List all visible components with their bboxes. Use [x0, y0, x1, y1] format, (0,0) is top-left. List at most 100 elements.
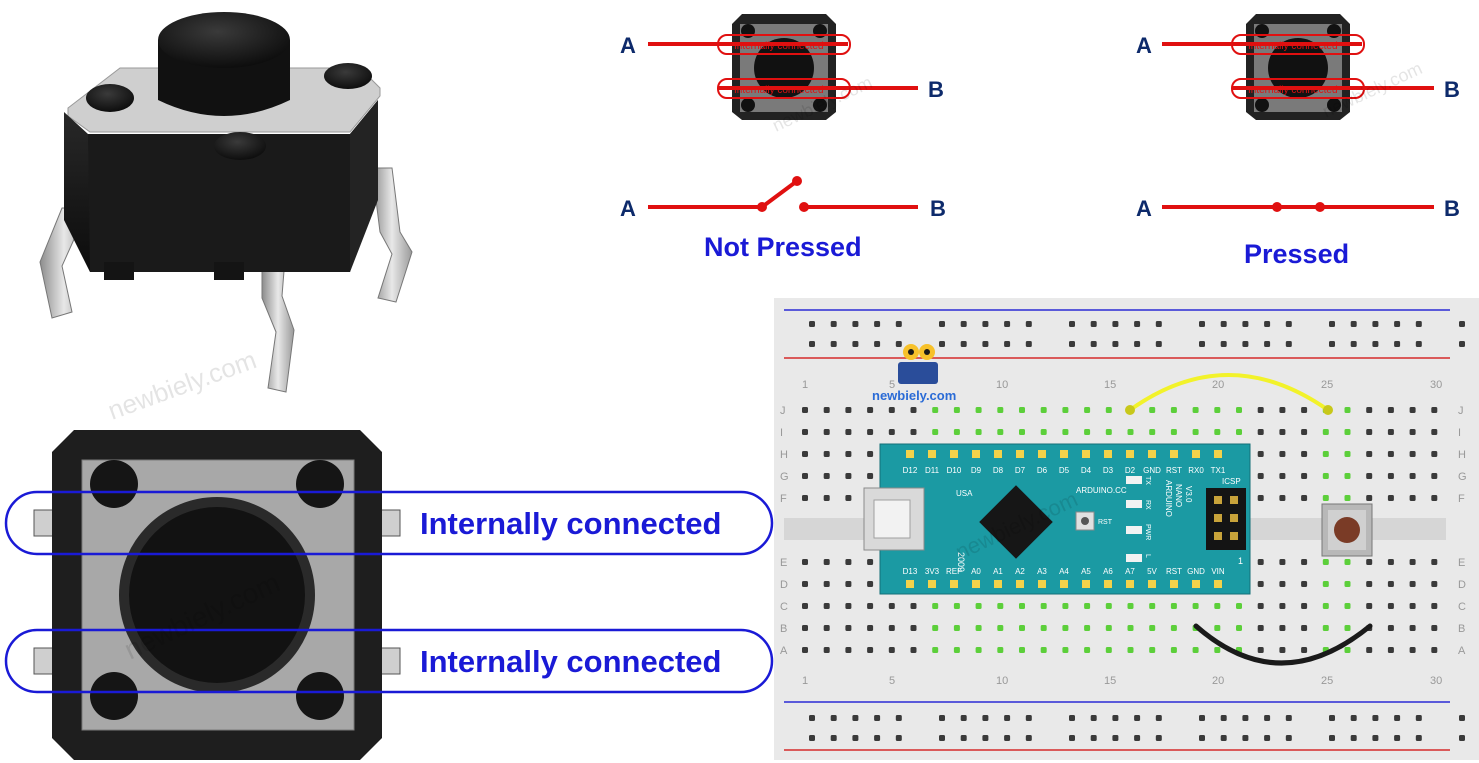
rail-hole	[939, 715, 945, 721]
logo-owl-pupil-right	[924, 349, 930, 355]
col-num-10-top: 10	[996, 379, 1008, 391]
bb-hole	[802, 603, 808, 609]
rail-hole	[1134, 341, 1141, 347]
bb-hole	[1431, 407, 1438, 413]
rail-hole	[874, 735, 881, 741]
corner-dot-tl	[90, 460, 138, 508]
board-pin	[1126, 580, 1134, 588]
rail-hole	[1285, 715, 1292, 721]
rail-hole	[1112, 341, 1119, 347]
rail-hole	[1242, 715, 1249, 721]
bb-hole	[888, 429, 895, 435]
foot-left	[104, 262, 134, 280]
bb-hole	[867, 581, 874, 587]
newbiely-logo: newbiely.com	[872, 344, 956, 403]
rail-hole	[1155, 715, 1162, 721]
bb-hole	[910, 603, 917, 609]
rail-hole	[809, 341, 815, 347]
bb-hole	[1301, 559, 1308, 565]
bb-hole	[1387, 647, 1394, 653]
led-l-label: L	[1144, 554, 1151, 558]
rail-hole	[1199, 735, 1205, 741]
bb-hole	[1127, 625, 1134, 631]
nano-year: 2009	[956, 552, 966, 572]
row-letter-a-right: A	[1458, 645, 1466, 657]
logo-owl-pupil-left	[908, 349, 914, 355]
bb-hole	[1301, 625, 1308, 631]
bb-hole	[1279, 451, 1286, 457]
board-pin	[1104, 450, 1112, 458]
bb-hole	[1387, 429, 1394, 435]
pin-label-d5: D5	[1059, 466, 1070, 475]
rail-hole	[852, 341, 859, 347]
rail-hole	[874, 321, 881, 327]
not-pressed-diagram: Internally connected Internally connecte…	[620, 14, 946, 262]
icsp-pin	[1230, 532, 1238, 540]
wire-yellow-end-2	[1323, 405, 1333, 415]
rail-hole	[1459, 735, 1465, 741]
bb-hole	[802, 451, 808, 457]
rail-hole	[895, 735, 902, 741]
board-pin	[1060, 450, 1068, 458]
rail-hole	[982, 321, 989, 327]
bb-hole	[1366, 451, 1373, 457]
pin-label-d2: D2	[1125, 466, 1136, 475]
rail-hole	[1394, 321, 1401, 327]
bb-hole	[1170, 407, 1177, 413]
rail-hole	[1285, 735, 1292, 741]
arduino-nano: USA 2009 ARDUINO.CC RST TX RX PWR L ARDU…	[863, 443, 1251, 595]
bb-hole	[1149, 647, 1156, 653]
row-letter-a-left: A	[780, 645, 788, 657]
np-title: Not Pressed	[704, 232, 862, 262]
rail-hole	[1090, 321, 1097, 327]
board-pin	[950, 450, 958, 458]
bb-hole	[1019, 407, 1025, 413]
row-letter-f-right: F	[1458, 493, 1465, 505]
bb-hole	[1344, 647, 1351, 653]
pin-label-gnd-bottom: GND	[1187, 567, 1205, 576]
bb-hole	[975, 603, 982, 609]
bb-hole	[802, 559, 808, 565]
bb-hole	[1387, 473, 1394, 479]
bb-hole	[867, 473, 874, 479]
pin-label-a2: A2	[1015, 567, 1025, 576]
rail-hole	[1199, 715, 1205, 721]
rail-hole	[1372, 341, 1379, 347]
bb-hole	[823, 429, 830, 435]
row-letter-i-left: I	[780, 427, 783, 439]
bb-hole	[1257, 473, 1264, 479]
corner-dot-bl	[90, 672, 138, 720]
rail-hole	[960, 321, 967, 327]
bb-hole	[953, 407, 960, 413]
bb-hole	[888, 603, 895, 609]
np-switch-node-2	[792, 176, 802, 186]
col-num-10-bottom: 10	[996, 675, 1008, 687]
bb-hole	[953, 647, 960, 653]
bb-hole	[1322, 451, 1329, 457]
rail-hole	[1134, 735, 1141, 741]
p-terminal-b: B	[1444, 77, 1460, 102]
rail-hole	[1285, 341, 1292, 347]
rail-hole	[1155, 735, 1162, 741]
row-letter-d-right: D	[1458, 579, 1466, 591]
bb-hole	[1366, 429, 1373, 435]
rail-hole	[1329, 715, 1335, 721]
rail-hole	[1415, 341, 1422, 347]
bb-hole	[975, 407, 982, 413]
breadboard-push-button	[1321, 503, 1373, 557]
bb-hole	[1344, 495, 1351, 501]
reset-button-dot	[1081, 517, 1089, 525]
internal-label-bottom: Internally connected	[420, 644, 721, 679]
bb-hole	[1062, 647, 1069, 653]
usb-port-inner	[873, 499, 911, 539]
rail-hole	[1090, 715, 1097, 721]
rail-hole	[1025, 715, 1032, 721]
bb-hole	[1062, 407, 1069, 413]
bb-hole	[888, 625, 895, 631]
bb-hole	[823, 581, 830, 587]
p-band-b-label: Internally connected	[1248, 85, 1338, 96]
bb-hole	[932, 429, 939, 435]
bb-hole	[1322, 625, 1329, 631]
bb-hole	[823, 407, 830, 413]
bb-hole	[802, 407, 808, 413]
